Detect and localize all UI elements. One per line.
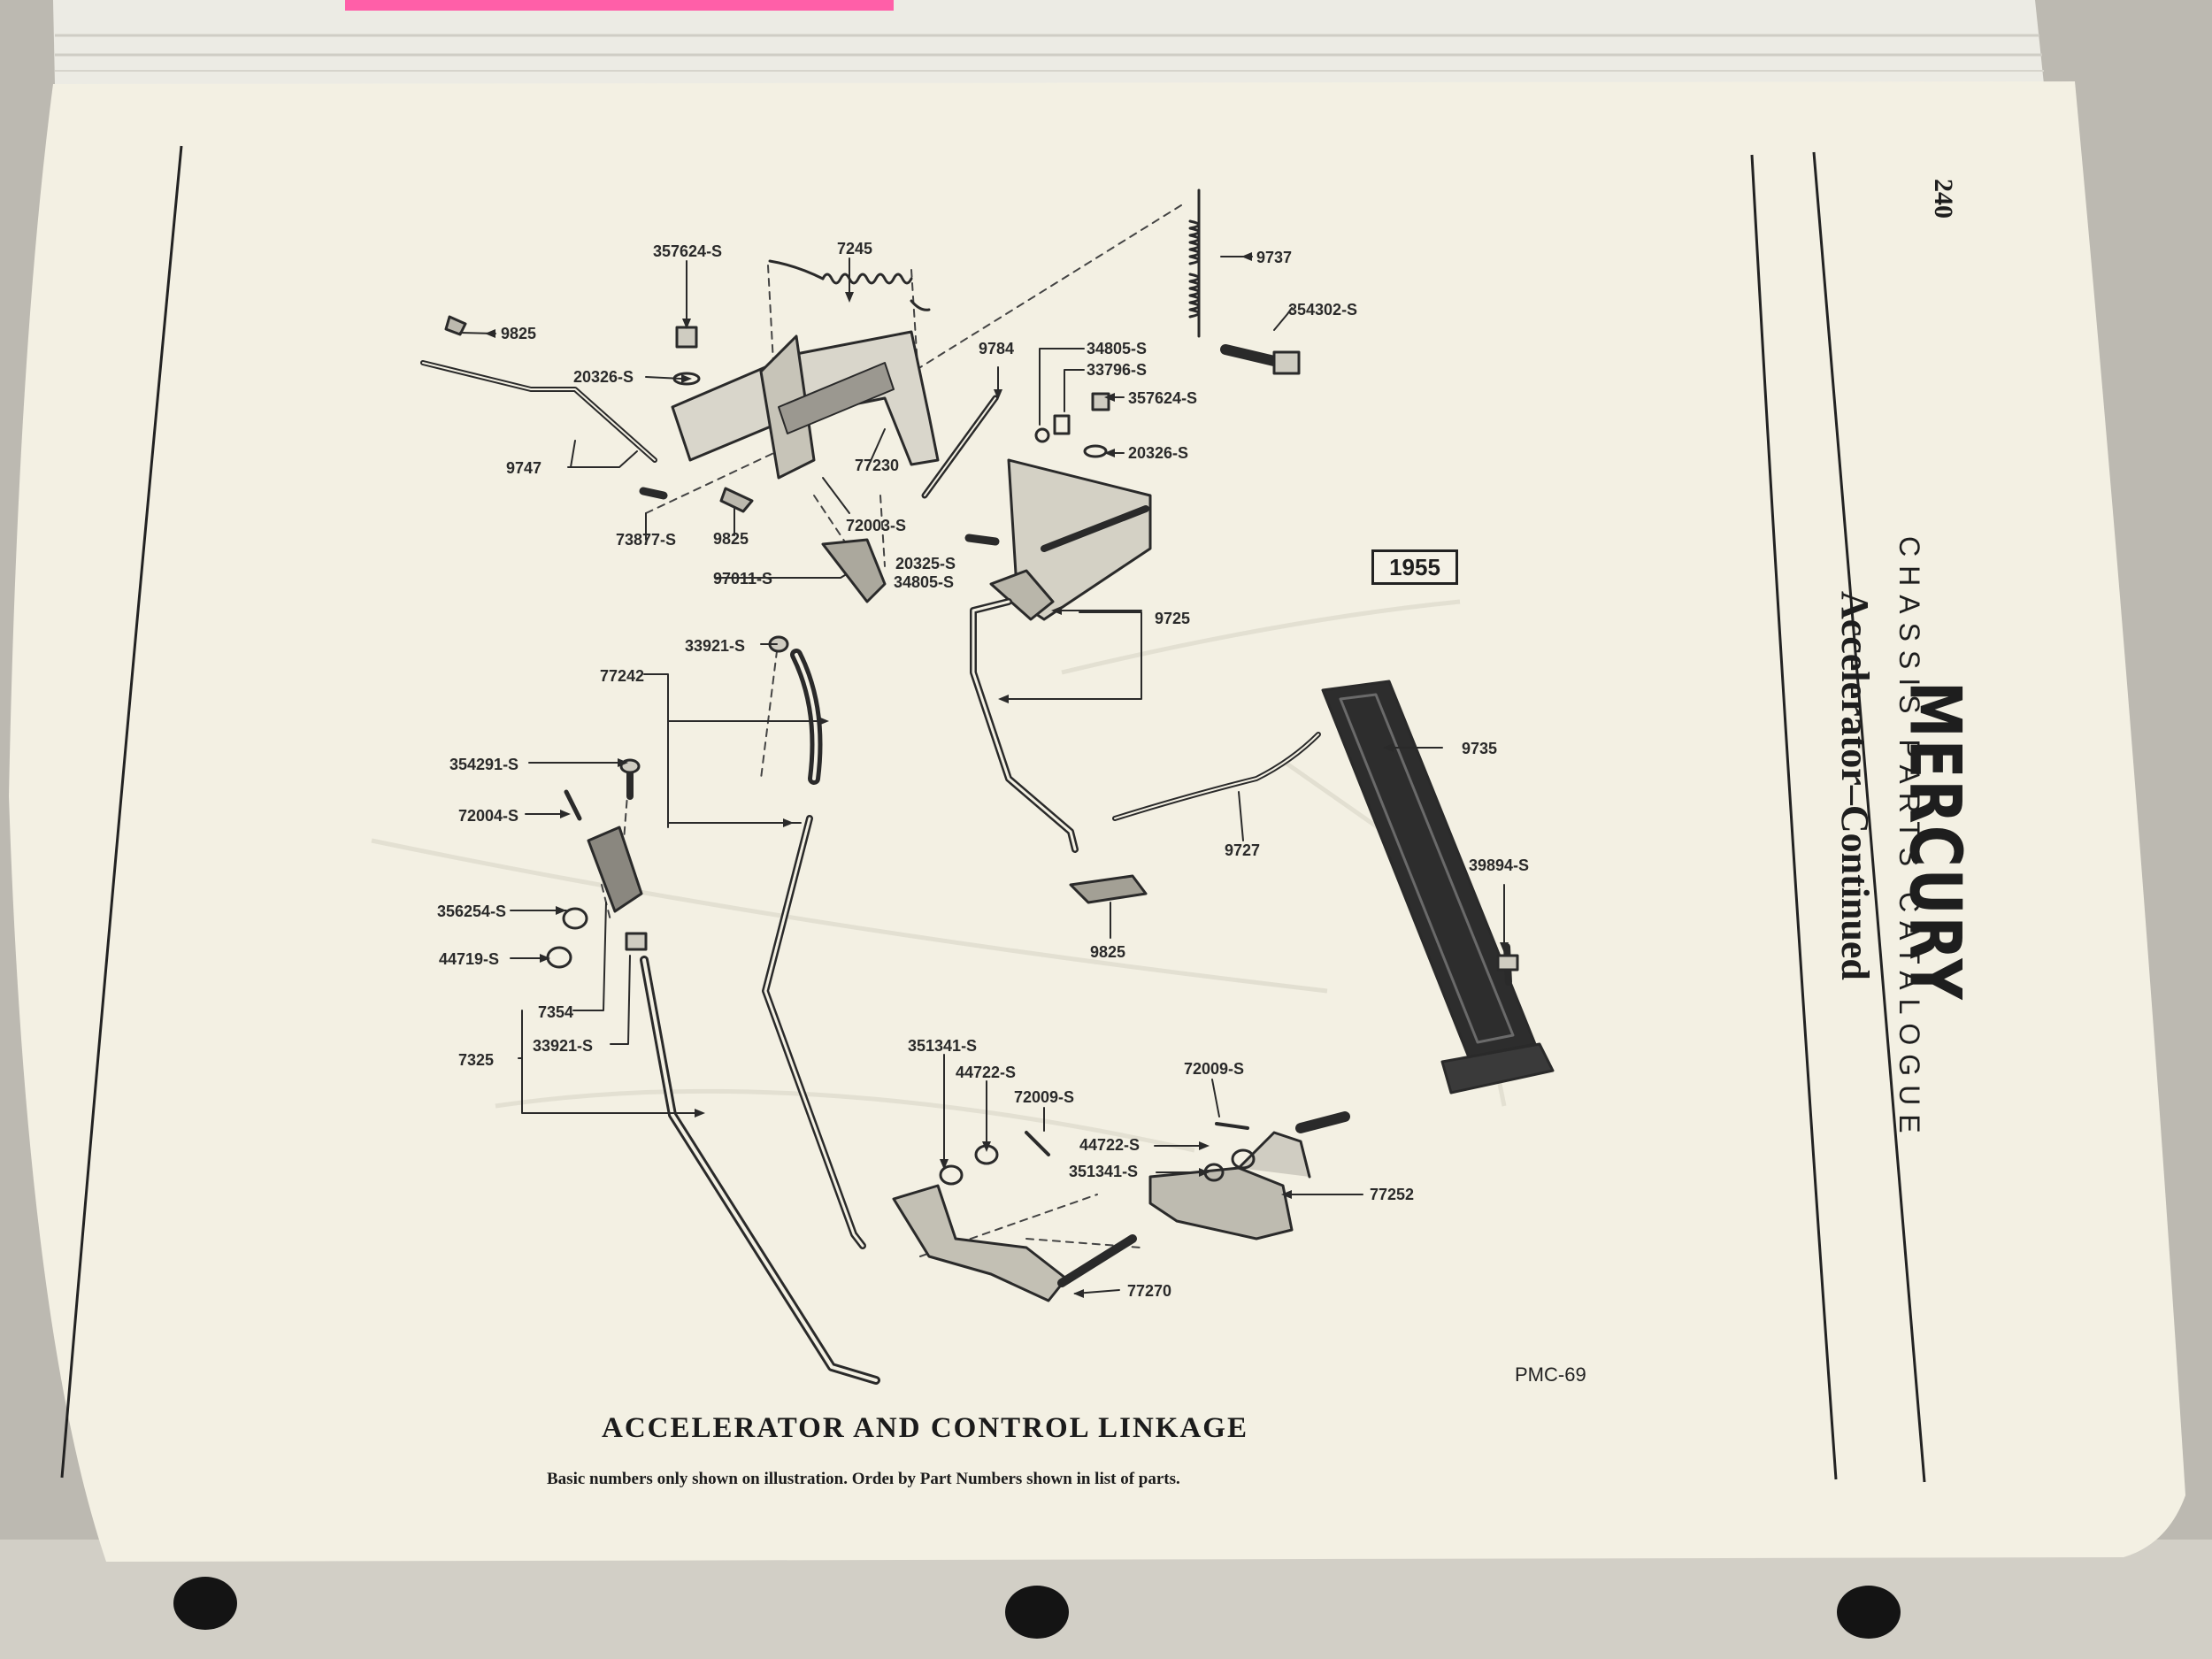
callout-label: 9737 bbox=[1256, 249, 1292, 266]
callout-label: 44719-S bbox=[439, 950, 499, 968]
callout-label: 9735 bbox=[1462, 740, 1497, 757]
callout-label: 357624-S bbox=[653, 242, 722, 260]
page-number: 240 bbox=[1929, 179, 1958, 219]
callout-label: 9784 bbox=[979, 340, 1014, 357]
figure-title: ACCELERATOR AND CONTROL LINKAGE bbox=[602, 1412, 1248, 1444]
callout-label: 20326-S bbox=[1128, 444, 1188, 462]
callout-label: 34805-S bbox=[1087, 340, 1147, 357]
binder-hole-left bbox=[173, 1577, 237, 1630]
binder-hole-right bbox=[1837, 1586, 1901, 1639]
year-badge: 1955 bbox=[1371, 549, 1458, 585]
callout-label: 7325 bbox=[458, 1051, 494, 1069]
callout-label: 354302-S bbox=[1288, 301, 1357, 319]
callout-label: 33921-S bbox=[533, 1037, 593, 1055]
callout-label: 7245 bbox=[837, 240, 872, 257]
callout-label: 77270 bbox=[1127, 1282, 1171, 1300]
callout-label: 9727 bbox=[1225, 841, 1260, 859]
figure-code: PMC-69 bbox=[1515, 1363, 1586, 1386]
callout-label: 97011-S bbox=[713, 570, 772, 588]
callout-label: 354291-S bbox=[449, 756, 518, 773]
left-rule bbox=[60, 145, 183, 1479]
callout-label: 356254-S bbox=[437, 902, 506, 920]
binder-hole-center bbox=[1005, 1586, 1069, 1639]
callout-label: 72009-S bbox=[1184, 1060, 1244, 1078]
callout-label: 20325-S bbox=[895, 555, 956, 572]
callout-label: 44722-S bbox=[956, 1064, 1016, 1081]
figure-footnote: Basic numbers only shown on illustration… bbox=[547, 1470, 1180, 1488]
pink-index-tab bbox=[345, 0, 894, 11]
callout-label: 9747 bbox=[506, 459, 541, 477]
callout-label: 20326-S bbox=[573, 368, 634, 386]
callout-label: 77252 bbox=[1370, 1186, 1414, 1203]
callout-label: 73877-S bbox=[616, 531, 676, 549]
callout-label: 34805-S bbox=[894, 573, 954, 591]
callout-label: 72009-S bbox=[1014, 1088, 1074, 1106]
callout-label: 33796-S bbox=[1087, 361, 1147, 379]
callout-label: 9725 bbox=[1155, 610, 1190, 627]
callout-labels: 357624-S 7245 9825 20326-S 9747 73877-S … bbox=[437, 240, 1529, 1300]
callout-label: 72003-S bbox=[846, 517, 906, 534]
callout-label: 9825 bbox=[713, 530, 749, 548]
page-sheet bbox=[9, 81, 2185, 1562]
callout-label: 72004-S bbox=[458, 807, 518, 825]
callout-label: 357624-S bbox=[1128, 389, 1197, 407]
callout-label: 33921-S bbox=[685, 637, 745, 655]
callout-label: 9825 bbox=[1090, 943, 1125, 961]
callout-label: 44722-S bbox=[1079, 1136, 1140, 1154]
callout-label: 351341-S bbox=[908, 1037, 977, 1055]
catalogue-title: CHASSIS PARTS CATALOGUE bbox=[1893, 536, 1925, 1142]
right-rule-2 bbox=[1812, 151, 1926, 1483]
linkage-drawing bbox=[420, 188, 1555, 1385]
callout-label: 351341-S bbox=[1069, 1163, 1138, 1180]
right-rule-1 bbox=[1750, 154, 1838, 1480]
callout-label: 39894-S bbox=[1469, 856, 1529, 874]
callout-label: 7354 bbox=[538, 1003, 573, 1021]
section-title: Accelerator–Continued bbox=[1833, 591, 1877, 980]
callout-label: 77242 bbox=[600, 667, 644, 685]
callout-label: 9825 bbox=[501, 325, 536, 342]
callout-label: 77230 bbox=[855, 457, 899, 474]
